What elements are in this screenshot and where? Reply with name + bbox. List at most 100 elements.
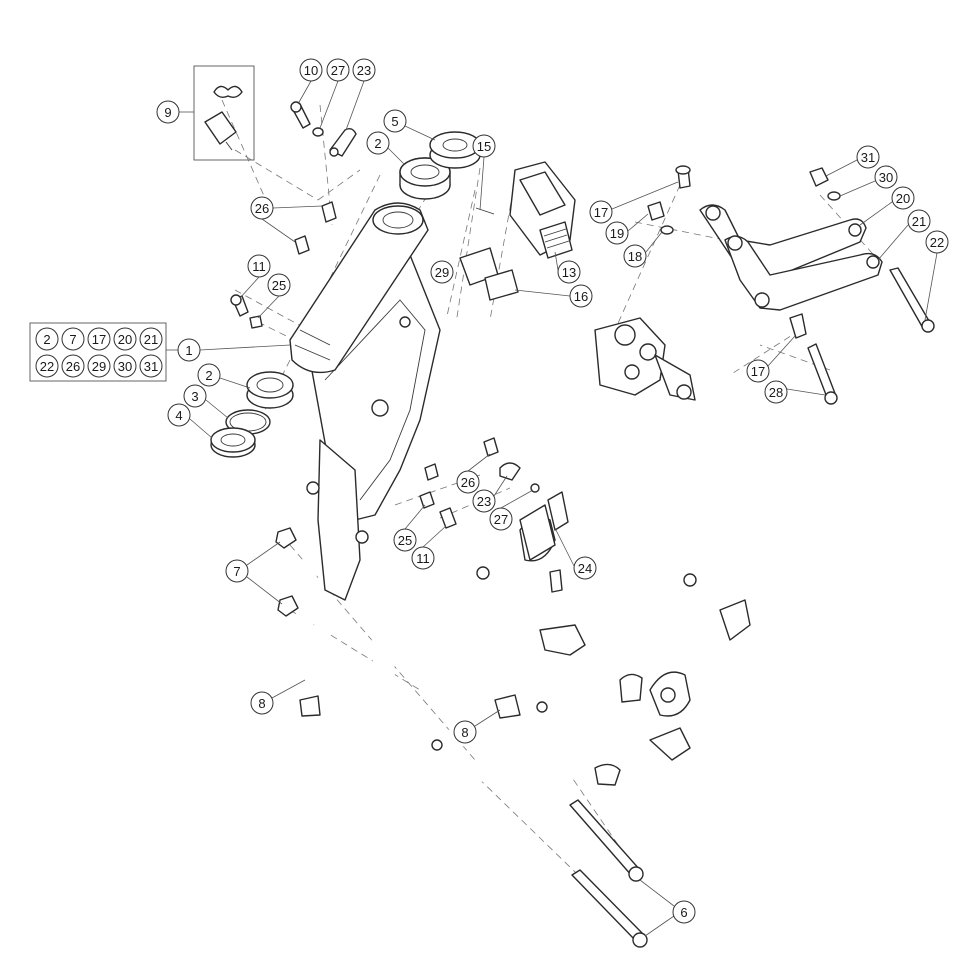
callout-number: 29 [92,359,106,374]
callout-circle [87,354,111,378]
callout-k22: 22 [35,354,59,378]
callout-circle [489,507,513,531]
callout-circle [925,230,949,254]
callout-number: 11 [252,259,266,274]
callout-circle [225,559,249,583]
callout-circle [746,359,770,383]
callout-circle [907,209,931,233]
callout-number: 5 [391,114,398,129]
callout-number: 24 [578,561,592,576]
kit-contents-box [29,322,167,382]
callout-number: 23 [357,63,371,78]
callout-c7: 7 [225,559,249,583]
callout-c3: 3 [183,384,207,408]
callout-circle [250,196,274,220]
frame-fittings [306,316,697,751]
callout-number: 21 [912,214,926,229]
callout-circle [472,134,496,158]
callout-k17: 17 [87,327,111,351]
callout-c23a: 23 [352,58,376,82]
callout-number: 20 [896,191,910,206]
callout-k31: 31 [139,354,163,378]
callout-number: 15 [477,139,491,154]
callout-circle [764,380,788,404]
callout-c8a: 8 [250,691,274,715]
callout-c25b: 25 [393,528,417,552]
callout-c24: 24 [573,556,597,580]
callout-circle [430,260,454,284]
callout-c27a: 27 [326,58,350,82]
callout-c11b: 11 [411,546,435,570]
callout-number: 27 [331,63,345,78]
callout-number: 8 [461,725,468,740]
callout-c18: 18 [623,244,647,268]
callout-c6: 6 [672,900,696,924]
callout-c26a: 26 [250,196,274,220]
callout-number: 29 [435,265,449,280]
callout-circle [247,254,271,278]
callout-circle [326,58,350,82]
callout-number: 17 [751,364,765,379]
leader-lines [179,80,938,937]
callout-circle [183,384,207,408]
callout-c2a: 2 [366,131,390,155]
callout-number: 16 [574,289,588,304]
callout-circle [557,260,581,284]
callout-circle [589,200,613,224]
callout-number: 22 [40,359,54,374]
dust-seal-lower [210,427,256,458]
hardware-parts [230,101,935,948]
callout-number: 18 [628,249,642,264]
callout-number: 26 [255,201,269,216]
callout-number: 4 [175,408,182,423]
callout-circle [61,354,85,378]
callout-circle [139,327,163,351]
callout-c5: 5 [383,109,407,133]
callout-number: 7 [233,564,240,579]
callout-c22a: 22 [925,230,949,254]
callout-circle [891,186,915,210]
callout-c17a: 17 [589,200,613,224]
callout-circle [456,470,480,494]
callout-circle [472,489,496,513]
callout-circle [605,221,629,245]
callout-circle [453,720,477,744]
callout-number: 17 [594,205,608,220]
callout-c1: 1 [177,338,201,362]
callout-c26b: 26 [456,470,480,494]
callout-circle [156,100,180,124]
callout-number: 21 [144,332,158,347]
callout-circle [139,354,163,378]
callout-c20a: 20 [891,186,915,210]
callout-c16: 16 [569,284,593,308]
callout-number: 19 [610,226,624,241]
dust-seal-upper [429,131,481,169]
callout-number: 8 [258,696,265,711]
callout-k30: 30 [113,354,137,378]
callout-number: 31 [144,359,158,374]
callout-number: 6 [680,905,687,920]
callout-circle [177,338,201,362]
callout-c9: 9 [156,100,180,124]
callout-number: 13 [562,265,576,280]
callout-number: 31 [861,150,875,165]
callout-number: 20 [118,332,132,347]
callout-circle [569,284,593,308]
callout-c11a: 11 [247,254,271,278]
callout-circle [352,58,376,82]
callout-c15: 15 [472,134,496,158]
callout-number: 17 [92,332,106,347]
callout-number: 3 [191,389,198,404]
callout-c19: 19 [605,221,629,245]
callout-c23b: 23 [472,489,496,513]
callout-k21: 21 [139,327,163,351]
callout-c4: 4 [167,403,191,427]
callout-circle [856,145,880,169]
ignition-key-assembly [193,65,255,161]
callout-number: 11 [416,551,430,566]
callout-c27b: 27 [489,507,513,531]
callout-circle [35,327,59,351]
